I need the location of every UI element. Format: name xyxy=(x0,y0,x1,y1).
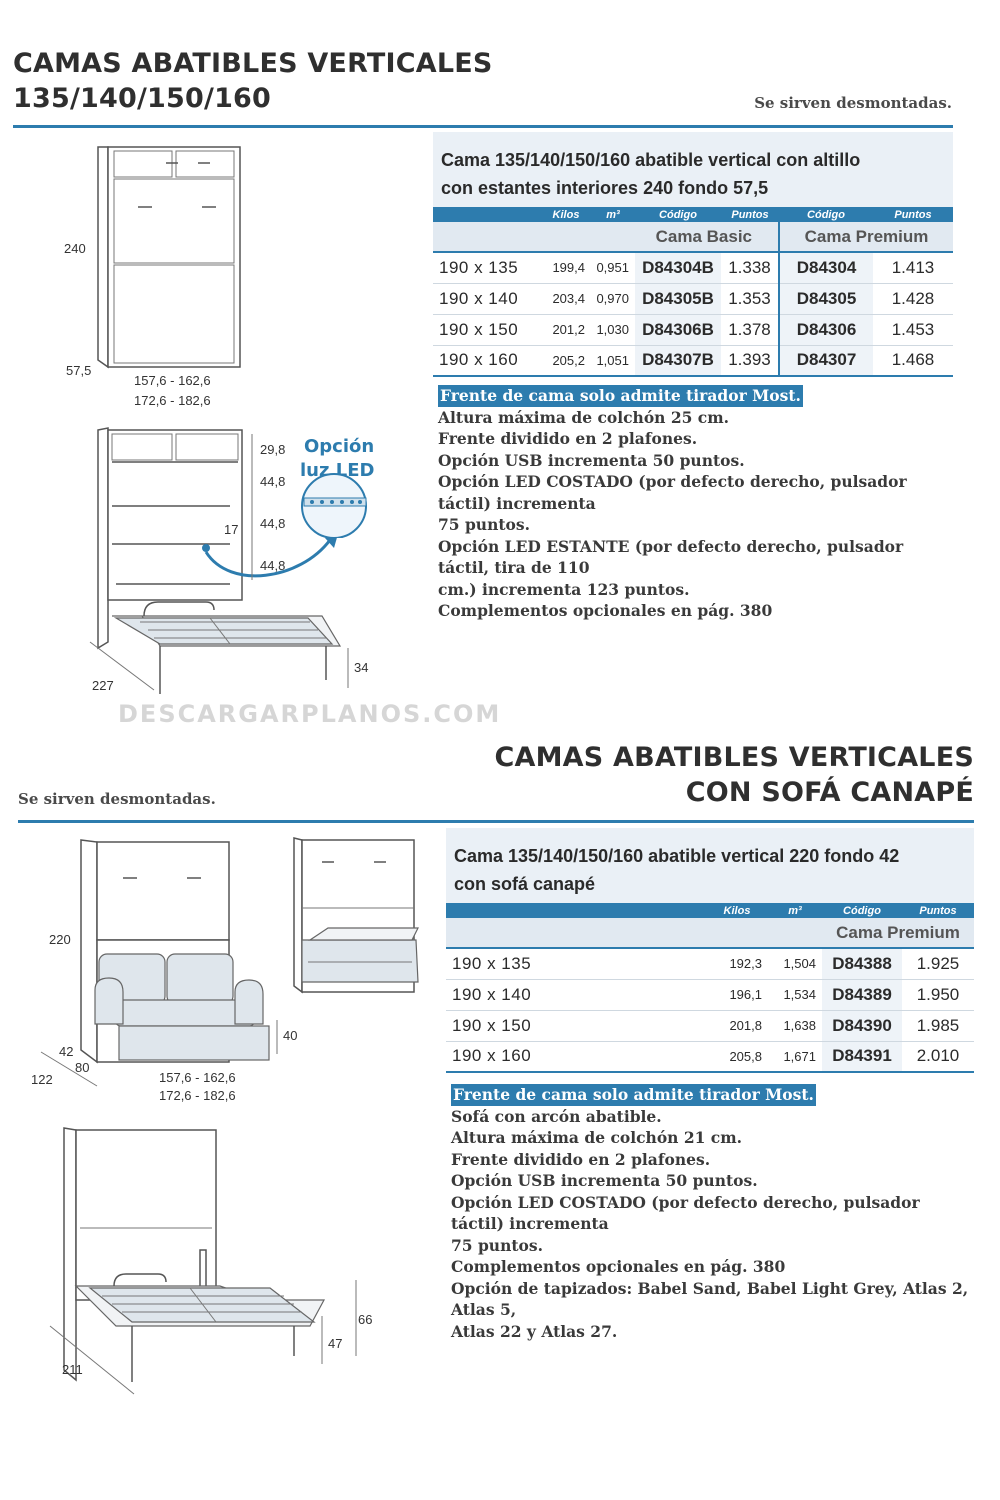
section2-served-note: Se sirven desmontadas. xyxy=(18,790,216,808)
section2-notes: Frente de cama solo admite tirador Most.… xyxy=(451,1084,971,1342)
dim-width2: 172,6 - 182,6 xyxy=(159,1088,236,1103)
dim-width2: 172,6 - 182,6 xyxy=(134,393,211,408)
dim-depth: 57,5 xyxy=(66,363,91,378)
note-line: Opción USB incrementa 50 puntos. xyxy=(438,450,745,470)
note-line: Complementos opcionales en pág. 380 xyxy=(451,1257,786,1276)
section2-drawing-sofa: 220 40 42 80 122 157,6 - 162,6 172,6 - 1… xyxy=(31,839,297,1103)
dim-leg: 34 xyxy=(354,660,368,675)
dim-length: 211 xyxy=(62,1362,83,1377)
header-points: Puntos xyxy=(902,903,974,918)
dim-height: 220 xyxy=(49,932,71,947)
note-line: Opción LED COSTADO (por defecto derecho,… xyxy=(451,1192,920,1234)
section2-drawing-storage xyxy=(293,837,419,994)
header-kilos: Kilos xyxy=(541,207,591,222)
table-row: 190 x 160 205,8 1,671 D84391 2.010 xyxy=(446,1041,974,1073)
header-points-premium: Puntos xyxy=(873,207,953,222)
header-code-premium: Código xyxy=(779,207,873,222)
section2-table-header: Kilos m³ Código Puntos xyxy=(446,903,974,918)
section1-rule xyxy=(13,125,953,128)
watermark: DESCARGARPLANOS.COM xyxy=(118,700,502,728)
dim-h66: 66 xyxy=(358,1312,372,1327)
table-row: 190 x 150 201,8 1,638 D84390 1.985 xyxy=(446,1010,974,1042)
group-premium: Cama Premium xyxy=(822,918,974,949)
led-option-line1: Opción xyxy=(304,436,374,457)
table-row: 190 x 160 205,2 1,051 D84307B 1.393 D843… xyxy=(433,345,953,377)
header-points-basic: Puntos xyxy=(721,207,779,222)
dim-shelf4: 44,8 xyxy=(260,558,285,573)
dim-shelf2: 44,8 xyxy=(260,474,285,489)
section1-title-line1: CAMAS ABATIBLES VERTICALES xyxy=(13,48,493,79)
header-kilos: Kilos xyxy=(706,903,768,918)
section2-rule xyxy=(18,820,974,823)
led-option-badge: Opción luz LED xyxy=(300,436,374,538)
dim-shelf3: 44,8 xyxy=(260,516,285,531)
section1-table-groups: Cama Basic Cama Premium xyxy=(433,222,953,253)
section1-drawing-closed: 240 57,5 157,6 - 162,6 172,6 - 182,6 xyxy=(64,146,241,408)
note-line: cm.) incrementa 123 puntos. xyxy=(438,579,690,599)
table-row: 190 x 140 203,4 0,970 D84305B 1.353 D843… xyxy=(433,283,953,315)
led-strip-icon xyxy=(310,500,362,504)
dim-shelf1: 29,8 xyxy=(260,442,285,457)
dim-side: 17 xyxy=(224,522,238,537)
section2-product-panel: Cama 135/140/150/160 abatible vertical 2… xyxy=(446,828,974,904)
header-code-basic: Código xyxy=(635,207,721,222)
section2-product-title: Cama 135/140/150/160 abatible vertical 2… xyxy=(454,846,900,894)
section1-notes: Frente de cama solo admite tirador Most.… xyxy=(438,385,958,622)
header-m3: m³ xyxy=(591,207,635,222)
table-row: 190 x 140 196,1 1,534 D84389 1.950 xyxy=(446,979,974,1011)
dim-width1: 157,6 - 162,6 xyxy=(159,1070,236,1085)
dim-seat: 40 xyxy=(283,1028,297,1043)
note-line: Opción LED COSTADO (por defecto derecho,… xyxy=(438,472,907,513)
section1-product-panel: Cama 135/140/150/160 abatible vertical c… xyxy=(433,132,953,208)
group-premium: Cama Premium xyxy=(779,222,953,253)
led-option-line2: luz LED xyxy=(300,460,374,481)
section1-product-title: Cama 135/140/150/160 abatible vertical c… xyxy=(441,150,861,198)
section1-title-line2: 135/140/150/160 xyxy=(13,83,272,114)
note-line: 75 puntos. xyxy=(438,515,530,534)
note-line: Altura máxima de colchón 25 cm. xyxy=(438,407,730,427)
table-row: 190 x 135 199,4 0,951 D84304B 1.338 D843… xyxy=(433,252,953,284)
note-line: Opción LED ESTANTE (por defecto derecho,… xyxy=(438,536,904,578)
section1-table-header: Kilos m³ Código Puntos Código Puntos xyxy=(433,207,953,222)
table-row: 190 x 135 192,3 1,504 D84388 1.925 xyxy=(446,948,974,980)
note-line: Frente dividido en 2 plafones. xyxy=(438,429,698,448)
note-line: Frente dividido en 2 plafones. xyxy=(451,1149,711,1169)
note-line: Atlas 22 y Atlas 27. xyxy=(451,1321,618,1341)
note-line: Altura máxima de colchón 21 cm. xyxy=(451,1128,743,1147)
note-line: Opción de tapizados: Babel Sand, Babel L… xyxy=(451,1278,969,1320)
note-line: Complementos opcionales en pág. 380 xyxy=(438,601,773,620)
section2-title-line1: CAMAS ABATIBLES VERTICALES xyxy=(494,742,974,773)
dim-depth3: 122 xyxy=(31,1072,53,1087)
section2-highlight-note: Frente de cama solo admite tirador Most. xyxy=(451,1084,816,1106)
dim-width1: 157,6 - 162,6 xyxy=(134,373,211,388)
section1-title: CAMAS ABATIBLES VERTICALES 135/140/150/1… xyxy=(13,46,493,116)
dim-depth2: 80 xyxy=(75,1060,89,1075)
group-basic: Cama Basic xyxy=(635,222,780,253)
section1-price-table: Kilos m³ Código Puntos Código Puntos Cam… xyxy=(433,207,953,377)
section2-price-table: Kilos m³ Código Puntos Cama Premium 190 … xyxy=(446,903,974,1073)
dim-length: 227 xyxy=(92,678,114,693)
section2-table-groups: Cama Premium xyxy=(446,918,974,949)
header-m3: m³ xyxy=(768,903,822,918)
section2-title-line2: CON SOFÁ CANAPÉ xyxy=(685,777,974,808)
note-line: Opción USB incrementa 50 puntos. xyxy=(451,1171,758,1190)
header-code: Código xyxy=(822,903,902,918)
section1-highlight-note: Frente de cama solo admite tirador Most. xyxy=(438,385,803,407)
section1-served-note: Se sirven desmontadas. xyxy=(754,94,952,112)
section2-title: CAMAS ABATIBLES VERTICALES CON SOFÁ CANA… xyxy=(494,740,974,810)
section1-drawing-open: 29,8 44,8 44,8 44,8 17 227 34 xyxy=(89,427,368,694)
section2-drawing-open: 66 47 211 xyxy=(49,1127,372,1395)
note-line: 75 puntos. xyxy=(451,1235,543,1255)
dim-depth1: 42 xyxy=(59,1044,73,1059)
dim-height: 240 xyxy=(64,241,86,256)
note-line: Sofá con arcón abatible. xyxy=(451,1106,662,1126)
dim-h47: 47 xyxy=(328,1336,342,1351)
table-row: 190 x 150 201,2 1,030 D84306B 1.378 D843… xyxy=(433,314,953,346)
